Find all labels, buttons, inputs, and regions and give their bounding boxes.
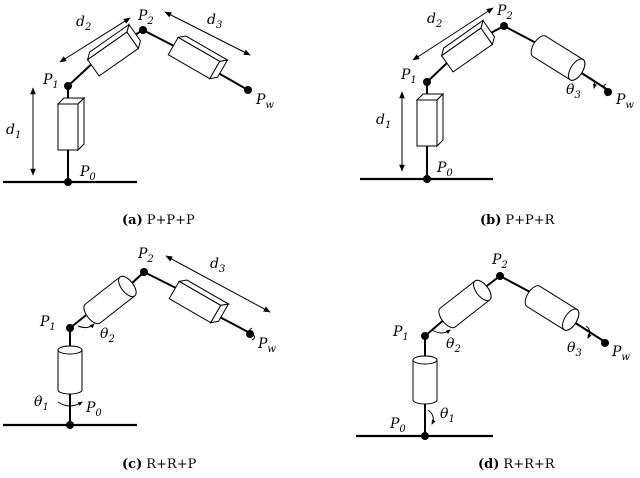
joint-pw	[604, 88, 612, 96]
prismatic-joint-2	[86, 23, 141, 77]
joint-p2	[500, 22, 508, 30]
label-d2: d2	[427, 11, 442, 30]
rotation-arrow-theta2	[77, 323, 95, 329]
joint-p2	[140, 268, 148, 276]
joint-pw	[244, 86, 252, 94]
prismatic-joint-1	[415, 92, 445, 148]
joint-p0	[66, 421, 74, 429]
panel-c: d3 P1 P2 θ2 θ1 P0 Pw (c)R+R+P	[3, 246, 276, 472]
joint-p2	[496, 272, 504, 280]
label-p2: P2	[137, 246, 154, 265]
d3-arrow	[164, 11, 251, 56]
d2-arrow	[59, 17, 131, 63]
joint-p0	[423, 175, 431, 183]
label-theta2: θ2	[100, 326, 115, 345]
rotation-arrow-theta1	[427, 409, 436, 425]
caption-b: (b)P+P+R	[480, 213, 556, 228]
label-theta1: θ1	[440, 406, 455, 425]
d2-arrow	[412, 7, 494, 61]
joint-p1	[64, 82, 72, 90]
caption-d: (d)R+R+R	[478, 457, 556, 472]
label-theta3: θ3	[566, 82, 581, 101]
revolute-joint-2	[83, 275, 137, 325]
label-d2: d2	[76, 14, 91, 33]
label-theta1: θ1	[34, 394, 49, 413]
prismatic-joint-2	[440, 19, 495, 73]
revolute-joint-3	[524, 285, 580, 331]
panel-d: P1 P2 θ2 θ3 Pw P0 θ1 (d)R+R+R	[356, 252, 630, 472]
revolute-joint-1	[57, 345, 83, 395]
joint-p2	[139, 26, 147, 34]
caption-a: (a)P+P+P	[122, 213, 195, 228]
label-theta3: θ3	[567, 340, 582, 359]
label-p1: P1	[39, 314, 56, 333]
rotation-arrow-theta3	[585, 325, 592, 339]
rotation-arrow-theta2	[431, 329, 451, 334]
label-d3: d3	[210, 256, 225, 275]
label-p0: P0	[85, 400, 102, 419]
label-pw: Pw	[257, 336, 276, 355]
label-p0: P0	[79, 164, 96, 183]
label-p2: P2	[496, 3, 513, 22]
joint-p1	[66, 324, 74, 332]
prismatic-joint-3	[167, 35, 229, 80]
label-p0: P0	[389, 416, 406, 435]
rotation-arrow-theta3	[589, 77, 597, 89]
label-p1: P1	[42, 72, 59, 91]
revolute-joint-3	[530, 35, 586, 81]
label-pw: Pw	[615, 92, 634, 111]
panel-b: d1 d2 P1 P2 P0 θ3 Pw (b)P+P+R	[360, 3, 634, 228]
label-d1: d1	[6, 122, 21, 141]
joint-p1	[423, 78, 431, 86]
joint-pw	[601, 339, 609, 347]
label-p1: P1	[392, 324, 409, 343]
revolute-joint-2	[438, 279, 492, 329]
label-p2: P2	[137, 8, 154, 27]
label-pw: Pw	[611, 344, 630, 363]
panel-a: d1 d2 d3 P1 P2 P0 Pw (a)P+P+P	[3, 8, 274, 228]
label-theta2: θ2	[446, 336, 461, 355]
label-pw: Pw	[255, 92, 274, 111]
label-p0: P0	[436, 160, 453, 179]
prismatic-joint-1	[56, 96, 86, 152]
label-d1: d1	[376, 112, 391, 131]
joint-pw	[246, 330, 254, 338]
rotation-arrow-theta1	[57, 401, 83, 407]
caption-c: (c)R+R+P	[122, 457, 197, 472]
d3-arrow	[165, 255, 271, 313]
label-d3: d3	[207, 12, 222, 31]
joint-p0	[421, 432, 429, 440]
label-p2: P2	[491, 252, 508, 271]
joint-p1	[421, 332, 429, 340]
label-p1: P1	[400, 67, 417, 86]
revolute-joint-1	[412, 355, 438, 405]
joint-p0	[64, 178, 72, 186]
